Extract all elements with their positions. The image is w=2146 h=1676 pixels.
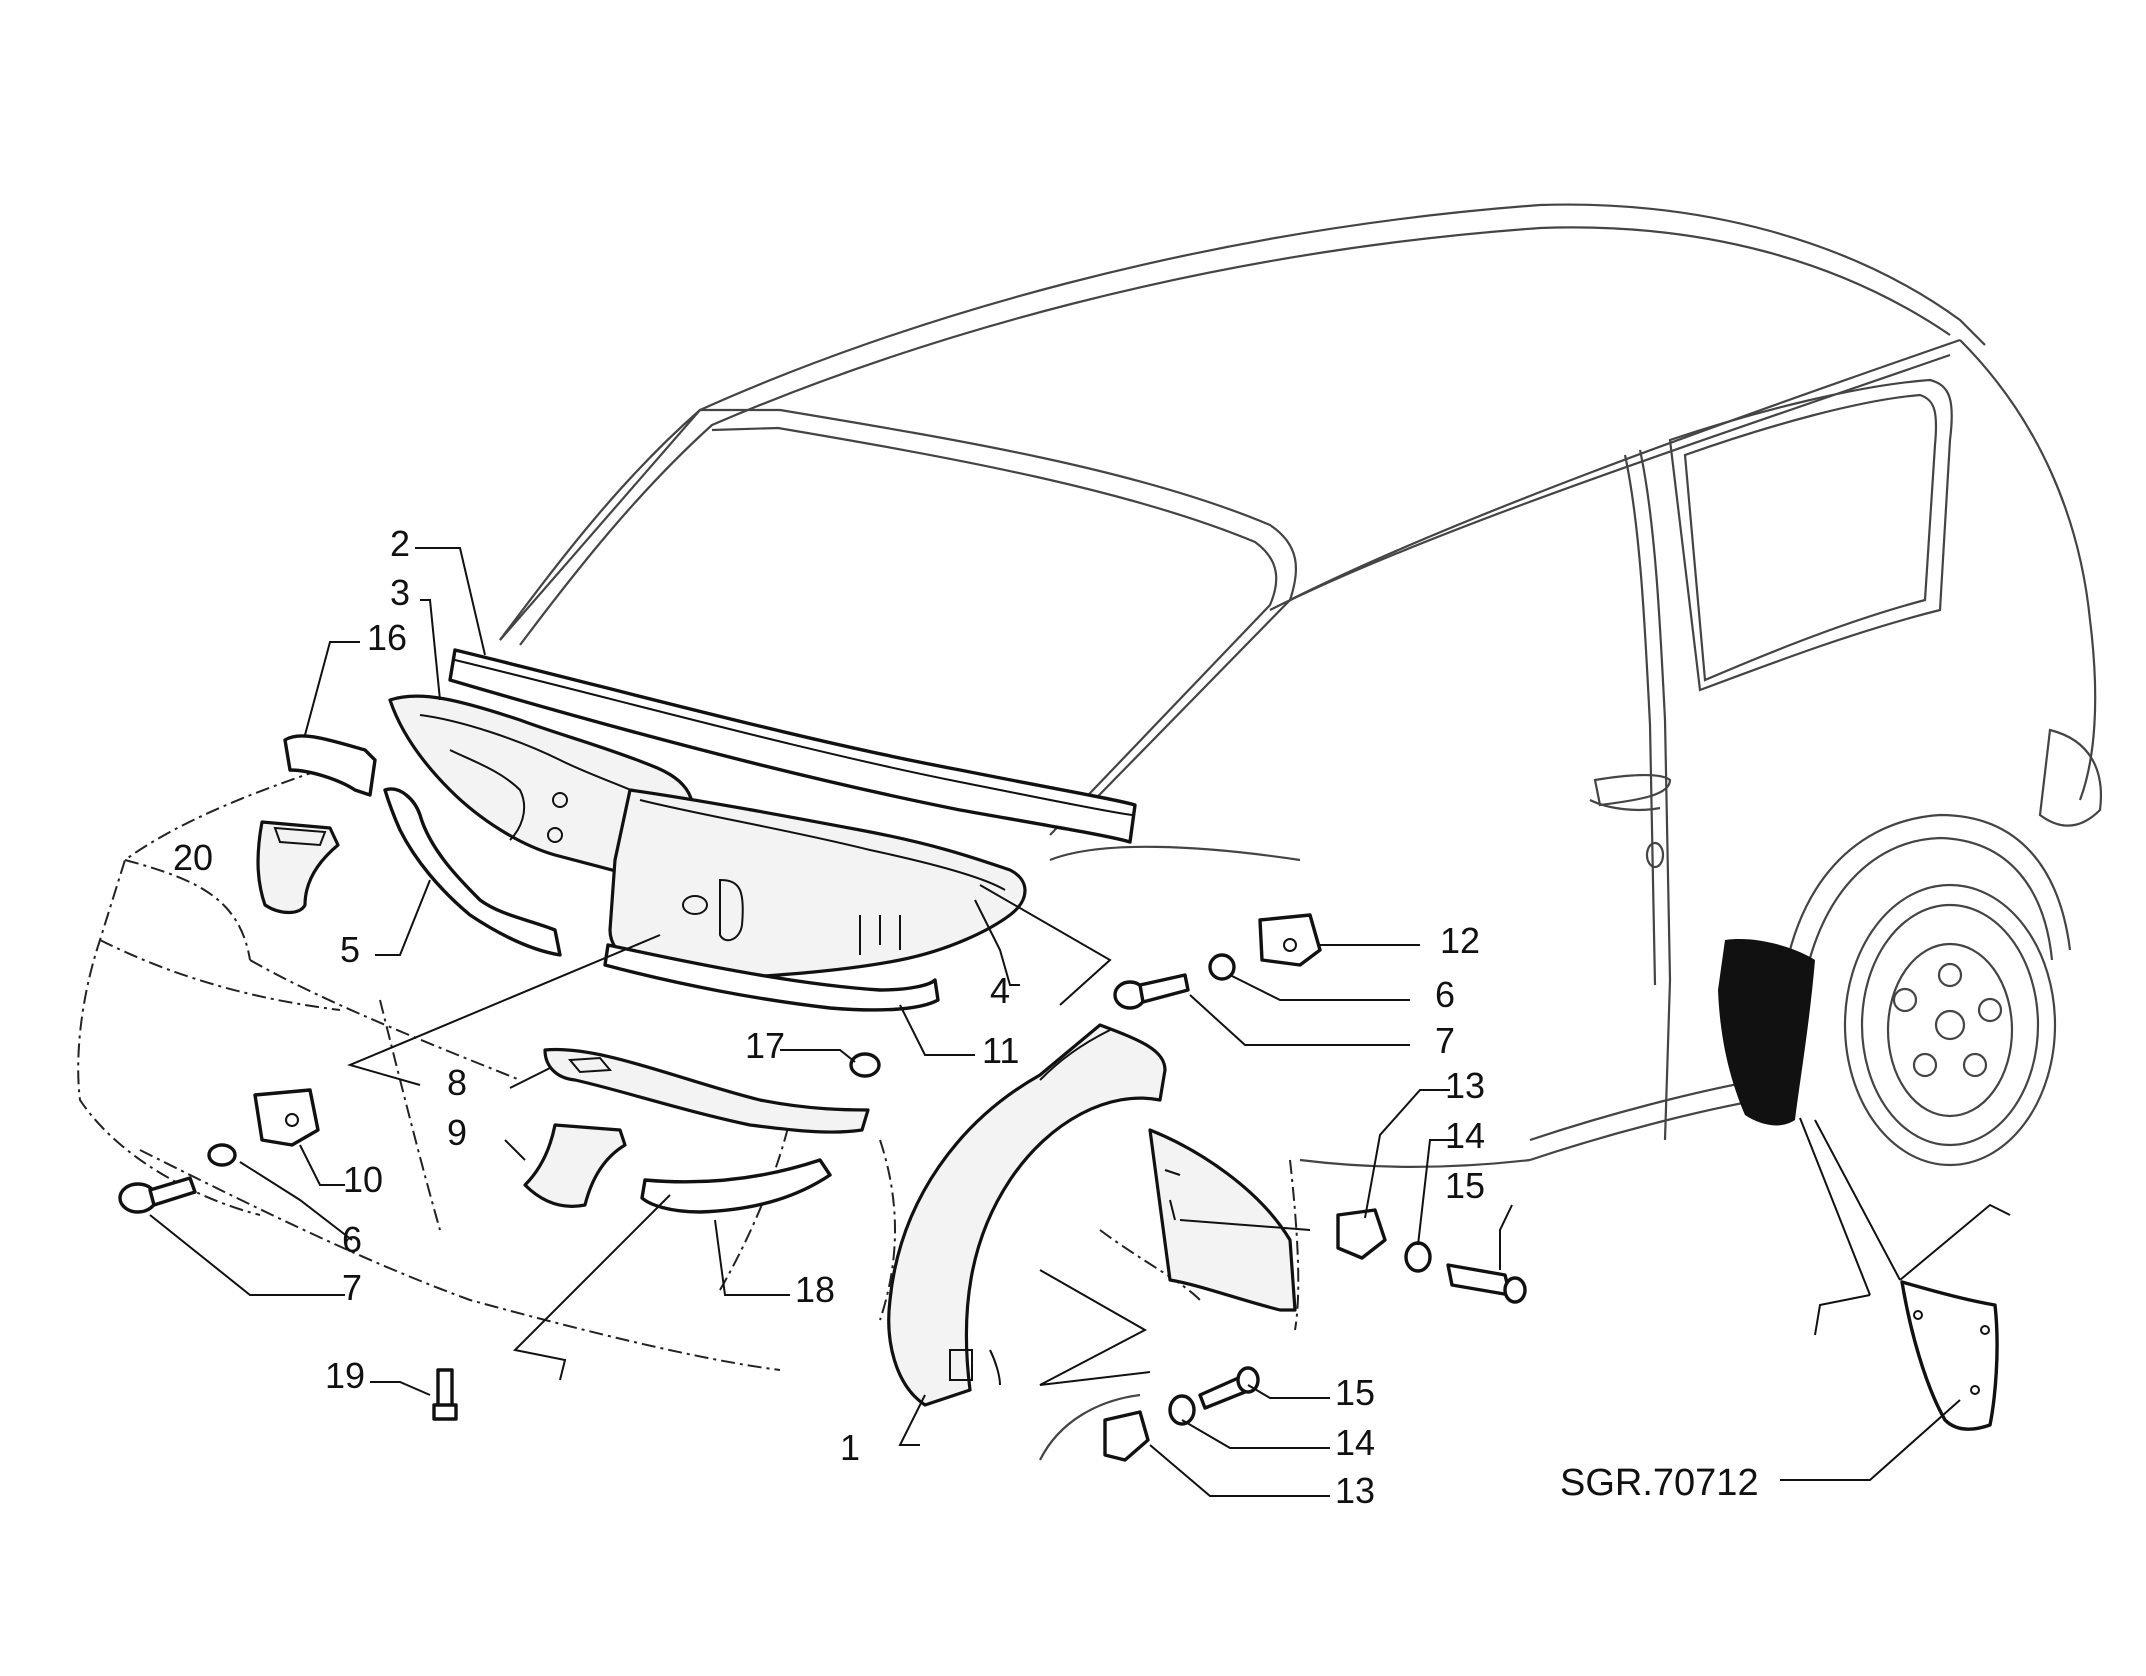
callout-7-left: 7	[342, 1267, 362, 1308]
callout-19: 19	[325, 1355, 365, 1396]
part-6-washer-right	[1208, 953, 1236, 981]
part-9-duct	[523, 1123, 627, 1208]
callout-2: 2	[390, 523, 410, 564]
callout-6-left: 6	[342, 1219, 362, 1260]
callout-11: 11	[982, 1030, 1019, 1071]
callout-14-lower: 14	[1335, 1422, 1375, 1463]
callout-8: 8	[447, 1062, 467, 1103]
car-body-outline	[77, 203, 2102, 1461]
part-4-lower-panel	[608, 788, 1027, 982]
callout-7-right: 7	[1435, 1020, 1455, 1061]
callout-14-right: 14	[1445, 1115, 1485, 1156]
part-10-clip	[253, 1088, 320, 1147]
callout-4: 4	[990, 970, 1010, 1011]
fasteners-lower-group	[1103, 1366, 1260, 1462]
callout-12: 12	[1440, 920, 1480, 961]
callout-13-right: 13	[1445, 1065, 1485, 1106]
part-20-duct	[256, 820, 340, 915]
part-18-seal	[640, 1158, 832, 1214]
part-5-left-seal	[383, 787, 562, 957]
part-12-clip	[1258, 913, 1322, 967]
callout-10: 10	[343, 1159, 383, 1200]
callout-13-lower: 13	[1335, 1470, 1375, 1511]
part-2-upper-seal	[448, 648, 1137, 844]
part-19-bolt	[432, 1368, 458, 1421]
callouts: 1 2 3 4 5 6 6 7 7 8 9 10 11 12 13 13 14 …	[173, 523, 1759, 1511]
callout-6-right: 6	[1435, 974, 1455, 1015]
callout-17: 17	[745, 1025, 785, 1066]
part-17-nut	[849, 1052, 881, 1078]
callout-9: 9	[447, 1112, 467, 1153]
callout-16: 16	[367, 617, 407, 658]
callout-18: 18	[795, 1269, 835, 1310]
mud-flap-detail	[1900, 1280, 1999, 1431]
part-6-washer-left	[207, 1143, 237, 1167]
leader-lines	[149, 547, 2011, 1497]
part-11-lower-seal	[603, 943, 940, 1012]
part-8-bracket	[543, 1047, 870, 1134]
callout-15-lower: 15	[1335, 1372, 1375, 1413]
callout-1: 1	[840, 1427, 860, 1468]
rear-mud-flap	[1718, 939, 1815, 1126]
callout-15-right: 15	[1445, 1165, 1485, 1206]
drawing-code: SGR.70712	[1560, 1462, 1759, 1504]
part-7-screw-right	[1113, 973, 1190, 1010]
callout-5: 5	[340, 929, 360, 970]
part-16-bracket	[283, 734, 377, 797]
callout-3: 3	[390, 572, 410, 613]
fasteners-right-group	[1336, 1208, 1527, 1304]
part-7-screw-left	[118, 1176, 197, 1214]
part-1-wheel-arch-liner	[887, 1023, 1297, 1407]
callout-20: 20	[173, 837, 213, 878]
